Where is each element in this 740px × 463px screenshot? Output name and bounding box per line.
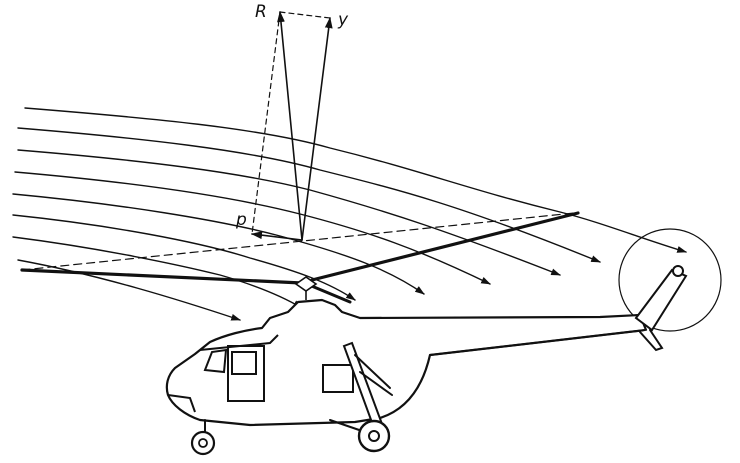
airflow-line-8 bbox=[17, 259, 241, 321]
construction-line-top bbox=[279, 11, 331, 19]
cockpit-frame bbox=[199, 334, 279, 351]
rotor-tip-path bbox=[21, 212, 575, 271]
lift-vector-y bbox=[301, 16, 333, 241]
airflow-line-3 bbox=[17, 149, 561, 276]
label-drag-p: p bbox=[236, 210, 247, 230]
cockpit-window-front bbox=[203, 348, 228, 374]
main-wheel-hub bbox=[368, 430, 380, 442]
cabin-window bbox=[322, 364, 354, 393]
label-lift-y: y bbox=[338, 10, 349, 30]
rotor-hub bbox=[294, 276, 318, 300]
nose-wheel-hub bbox=[198, 438, 208, 448]
tail-rotor-hub bbox=[672, 265, 684, 277]
gear-brace bbox=[354, 354, 391, 389]
cockpit-window-side bbox=[231, 351, 257, 375]
tail-boom-lower bbox=[429, 329, 647, 356]
main-rotor-blade-right bbox=[310, 211, 580, 282]
label-resultant-r: R bbox=[255, 2, 267, 22]
airflow-line-6 bbox=[12, 214, 356, 301]
helicopter-fuselage bbox=[165, 298, 648, 427]
airflow-line-5 bbox=[12, 193, 425, 295]
airflow-line-7 bbox=[12, 236, 303, 309]
resultant-vector-r bbox=[277, 10, 303, 241]
construction-line-left bbox=[251, 11, 281, 235]
tail-rotor-disc bbox=[618, 228, 722, 332]
airflow-line-1 bbox=[24, 107, 687, 253]
main-rotor-blade-left bbox=[20, 268, 304, 285]
gear-brace-2 bbox=[359, 371, 393, 396]
tail-skid bbox=[639, 329, 664, 352]
nose-panel bbox=[167, 394, 196, 413]
airflow-line-2 bbox=[17, 127, 601, 263]
tail-fin bbox=[634, 268, 688, 332]
drag-vector-p bbox=[250, 231, 303, 241]
